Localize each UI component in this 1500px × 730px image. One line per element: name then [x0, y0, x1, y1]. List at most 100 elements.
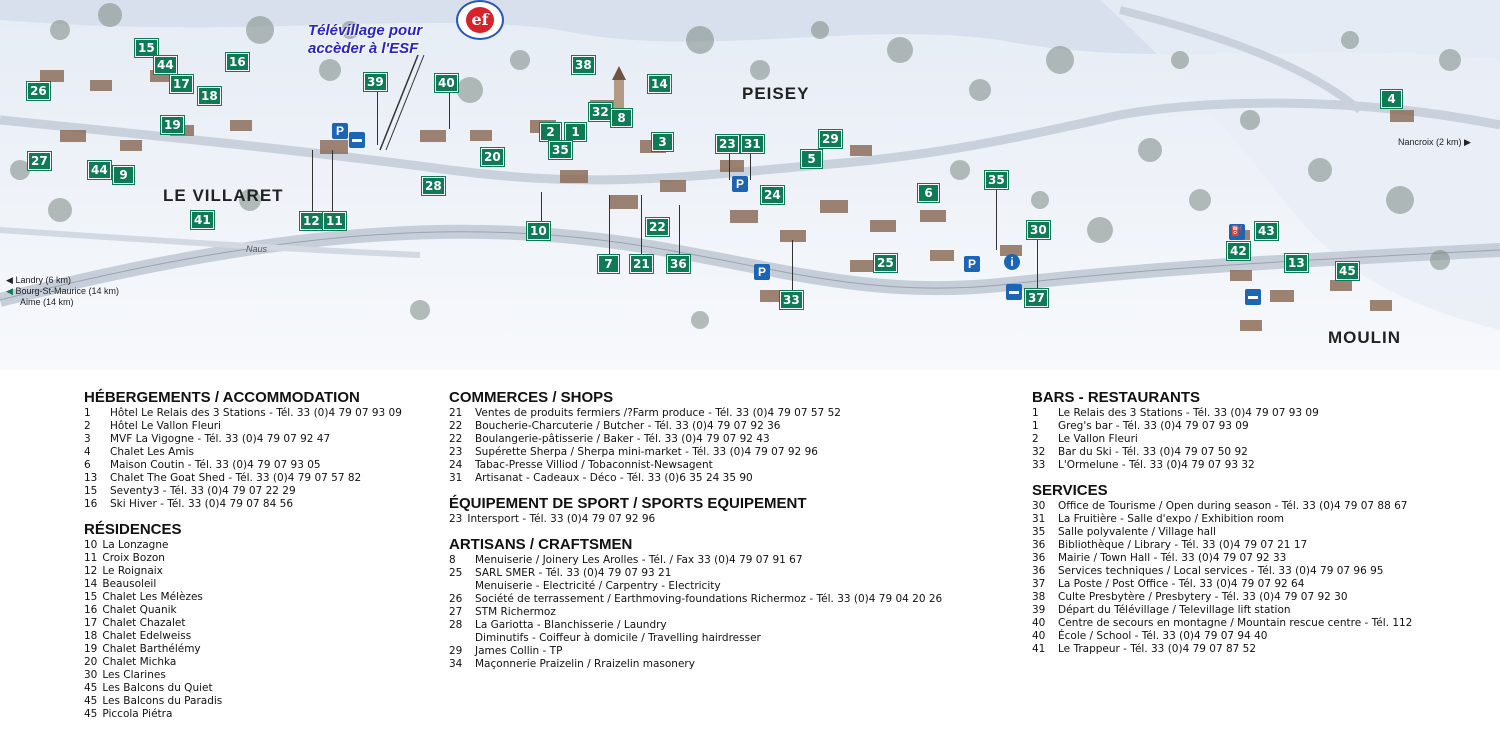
map-marker[interactable]: 3: [652, 133, 673, 151]
map-marker[interactable]: 14: [648, 75, 671, 93]
legend-item-text: Chalet Les Mélèzes: [102, 591, 203, 603]
map-marker[interactable]: 36: [667, 255, 690, 273]
map-marker[interactable]: 6: [918, 184, 939, 202]
legend-item-text: Hôtel Le Vallon Fleuri: [110, 420, 221, 432]
map-marker[interactable]: 35: [549, 141, 572, 159]
legend-item-number: 33: [1032, 459, 1046, 471]
legend-item-number: 45: [84, 695, 98, 707]
map-marker[interactable]: 26: [27, 82, 50, 100]
map-marker[interactable]: 38: [572, 56, 595, 74]
map-marker[interactable]: 41: [191, 211, 214, 229]
map-marker[interactable]: 17: [170, 75, 193, 93]
map-marker[interactable]: 8: [611, 109, 632, 127]
map-marker[interactable]: 1: [565, 123, 586, 141]
legend-item-number: 21: [449, 407, 463, 419]
parking-icon: P: [754, 264, 770, 280]
map-marker[interactable]: 35: [985, 171, 1008, 189]
map-marker[interactable]: 12: [300, 212, 323, 230]
section-title: BARS - RESTAURANTS: [1032, 389, 1201, 406]
map-marker[interactable]: 5: [801, 150, 822, 168]
map-marker[interactable]: 7: [598, 255, 619, 273]
map-marker[interactable]: 33: [780, 291, 803, 309]
map-marker[interactable]: 20: [481, 148, 504, 166]
map-marker[interactable]: 39: [364, 73, 387, 91]
map-marker[interactable]: 9: [113, 166, 134, 184]
legend-item-text: Office de Tourisme / Open during season …: [1058, 500, 1408, 512]
map-marker[interactable]: 10: [527, 222, 550, 240]
map-marker[interactable]: 23: [716, 135, 739, 153]
legend-item-text: Beausoleil: [102, 578, 157, 590]
map-marker[interactable]: 18: [198, 87, 221, 105]
map-marker[interactable]: 25: [874, 254, 897, 272]
map-marker[interactable]: 13: [1285, 254, 1308, 272]
map-marker[interactable]: 45: [1336, 262, 1359, 280]
section-title: HÉBERGEMENTS / ACCOMMODATION: [84, 389, 360, 406]
map-marker[interactable]: 21: [630, 255, 653, 273]
legend-item-text: Chalet Quanik: [102, 604, 177, 616]
legend-item-number: 1: [1032, 407, 1039, 419]
legend-item-number: 16: [84, 498, 98, 510]
legend-item-text: L'Ormelune - Tél. 33 (0)4 79 07 93 32: [1058, 459, 1255, 471]
map-marker[interactable]: 19: [161, 116, 184, 134]
map-marker[interactable]: 16: [226, 53, 249, 71]
map-marker[interactable]: 32: [589, 103, 612, 121]
legend-item-number: 36: [1032, 565, 1046, 577]
map-marker[interactable]: 42: [1227, 242, 1250, 260]
map-marker[interactable]: 28: [422, 177, 445, 195]
marker-pin: [449, 91, 450, 129]
parking-icon: P: [332, 123, 348, 139]
legend-item-number: 45: [84, 682, 98, 694]
map-marker[interactable]: 44: [154, 56, 177, 74]
map-marker[interactable]: 24: [761, 186, 784, 204]
legend-item-text: Les Balcons du Paradis: [102, 695, 223, 707]
arrow-right-icon: ▶: [1464, 137, 1471, 147]
legend-item-text: La Fruitière - Salle d'expo / Exhibition…: [1058, 513, 1284, 525]
destination-landry: ◀ Landry (6 km): [6, 275, 71, 286]
map-marker[interactable]: 37: [1025, 289, 1048, 307]
map-marker[interactable]: 4: [1381, 90, 1402, 108]
map-marker[interactable]: 27: [28, 152, 51, 170]
map-marker[interactable]: 22: [646, 218, 669, 236]
legend-item-number: 32: [1032, 446, 1046, 458]
legend-item-text: Chalet Edelweiss: [102, 630, 192, 642]
map-marker[interactable]: 11: [323, 212, 346, 230]
map-marker[interactable]: 31: [741, 135, 764, 153]
map-marker[interactable]: 29: [819, 130, 842, 148]
map-marker[interactable]: 2: [540, 123, 561, 141]
legend-item-text: Maçonnerie Praizelin / Rraizelin masoner…: [475, 658, 695, 670]
legend-item-number: 41: [1032, 643, 1046, 655]
marker-pin: [332, 150, 333, 212]
marker-pin: [729, 150, 730, 180]
legend-item-text: Chalet Michka: [102, 656, 177, 668]
destination-nancroix: Nancroix (2 km) ▶: [1398, 137, 1471, 148]
destination-aime: Aime (14 km): [20, 297, 74, 307]
legend-item-text: SARL SMER - Tél. 33 (0)4 79 07 93 21: [475, 567, 672, 579]
place-label-le-villaret: LE VILLARET: [163, 186, 284, 205]
legend-item-text: Piccola Piétra: [102, 708, 173, 720]
legend-item-text: James Collin - TP: [475, 645, 563, 657]
legend-item-text: Culte Presbytère / Presbytery - Tél. 33 …: [1058, 591, 1348, 603]
map-marker[interactable]: 44: [88, 161, 111, 179]
map-marker[interactable]: 30: [1027, 221, 1050, 239]
legend-item-number: 30: [1032, 500, 1046, 512]
legend-item-number: 35: [1032, 526, 1046, 538]
map-marker[interactable]: 40: [435, 74, 458, 92]
map-marker[interactable]: 15: [135, 39, 158, 57]
map-marker[interactable]: 43: [1255, 222, 1278, 240]
legend-item-number: 31: [1032, 513, 1046, 525]
